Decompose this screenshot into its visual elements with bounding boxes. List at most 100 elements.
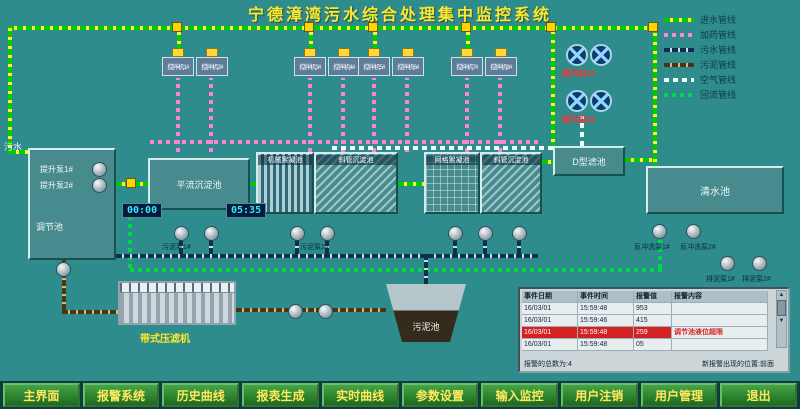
- mixer-label: 搅拌机2#: [201, 63, 223, 71]
- pipe-drop-mixer2: [309, 26, 313, 50]
- alarm-row-active[interactable]: 16/03/01 15:59:48 259 调节池液位超限: [522, 327, 768, 339]
- menu-user-management[interactable]: 用户管理: [640, 383, 718, 407]
- pipe-sewage-drop: [179, 240, 183, 254]
- fan-icon: [566, 90, 588, 112]
- pipe-air-drop: [580, 116, 584, 146]
- pipe-sewage-drop: [453, 240, 457, 254]
- scroll-thumb[interactable]: [777, 300, 786, 316]
- pipe-drop-mixer3: [373, 26, 377, 50]
- legend-label: 空气管线: [700, 75, 737, 85]
- alarm-table-header: 事件日期 事件时间 报警值 报警内容: [522, 291, 768, 303]
- alarm-row[interactable]: 16/03/01 15:59:48 953: [522, 303, 768, 315]
- timer-display-1: 00:00: [122, 203, 163, 218]
- motor-icon: [304, 48, 316, 57]
- alarm-col-header: 事件时间: [578, 291, 634, 302]
- motor-icon: [368, 48, 380, 57]
- mixer-7: 搅拌机7#: [451, 48, 483, 76]
- valve-icon: [368, 22, 378, 32]
- mixer-label: 搅拌机6#: [397, 63, 419, 71]
- pipe-dosing-header: [150, 140, 540, 144]
- legend-item: 进水管线: [664, 12, 736, 27]
- valve-icon: [172, 22, 182, 32]
- mixer-1: 搅拌机1#: [162, 48, 194, 76]
- menu-input-monitor[interactable]: 输入监控: [481, 383, 558, 407]
- pump-icon: [478, 226, 493, 241]
- drain-pump-1-label: 排泥泵1#: [706, 276, 735, 283]
- pipe-sed-to-floc: [250, 182, 258, 186]
- alarm-cell: 05: [634, 339, 672, 350]
- sludge-pump-2-label: 污泥泵2#: [300, 244, 329, 251]
- mixer-label: 搅拌机5#: [363, 63, 385, 71]
- legend-label: 回流管线: [700, 90, 737, 100]
- motor-icon: [206, 48, 218, 57]
- drain-pump-1-icon: [720, 256, 735, 271]
- legend-label: 污泥管线: [700, 60, 737, 70]
- legend-item: 污泥管线: [664, 57, 736, 72]
- menu-report-generation[interactable]: 报表生成: [242, 383, 319, 407]
- pipe-dfilter-right: [625, 158, 657, 162]
- pipe-dosing-drop: [372, 78, 376, 152]
- backwash-pump-1-label: 反冲洗泵1#: [634, 244, 670, 251]
- alarm-row[interactable]: 16/03/01 15:59:46 415: [522, 315, 768, 327]
- menu-history-curve[interactable]: 历史曲线: [162, 383, 240, 407]
- backwash-pump-1-icon: [652, 224, 667, 239]
- alarm-cell: 15:59:48: [578, 339, 634, 350]
- alarm-cell: 15:59:48: [578, 327, 634, 338]
- alarm-cell: [672, 339, 768, 350]
- legend-line-sewage: [664, 47, 694, 52]
- mixer-5: 搅拌机5#: [358, 48, 390, 76]
- blower-2-label: 鼓风机2#: [562, 115, 595, 124]
- drain-pump-2-label: 排泥泵2#: [742, 276, 771, 283]
- legend-item: 空气管线: [664, 72, 736, 87]
- menu-user-logout[interactable]: 用户注销: [560, 383, 638, 407]
- pump-icon: [290, 226, 305, 241]
- scroll-down-icon[interactable]: ▼: [778, 318, 785, 324]
- legend-item: 回流管线: [664, 87, 736, 102]
- alarm-cell: 15:59:48: [578, 303, 634, 314]
- lift-pump-1-label: 提升泵1#: [40, 165, 73, 174]
- tank-label: 清水池: [700, 186, 730, 198]
- pipe-sed2-to-dfilter: [542, 160, 555, 164]
- alarm-row[interactable]: 16/03/01 15:59:48 05: [522, 339, 768, 351]
- menu-main-screen[interactable]: 主界面: [3, 383, 80, 407]
- menu-alarm-system[interactable]: 报警系统: [82, 383, 160, 407]
- valve-icon: [304, 22, 314, 32]
- page-title: 宁德漳湾污水综合处理集中监控系统: [247, 7, 552, 24]
- mixer-8: 搅拌机8#: [485, 48, 517, 76]
- alarm-cell: [672, 315, 768, 326]
- pipe-air-header: [332, 146, 582, 150]
- pump-icon: [204, 226, 219, 241]
- pipe-sed1-to-grid: [398, 182, 426, 186]
- belt-rollers: [120, 283, 234, 293]
- tank-mechanical-flocculation: 机械絮凝池: [256, 152, 314, 214]
- motor-icon: [402, 48, 414, 57]
- bottom-menu-bar: 主界面 报警系统 历史曲线 报表生成 实时曲线 参数设置 输入监控 用户注销 用…: [0, 381, 800, 409]
- pipe-dosing-drop: [341, 78, 345, 152]
- tank-inclined-sedimentation-1: 斜管沉淀池: [314, 152, 398, 214]
- alarm-position-text: 新报警出现的位置:前面: [702, 361, 774, 368]
- pipe-drop-mixer1: [177, 26, 181, 50]
- belt-press-label: 带式压滤机: [140, 334, 190, 345]
- motor-icon: [495, 48, 507, 57]
- mixer-6: 搅拌机6#: [392, 48, 424, 76]
- legend-label: 加药管线: [700, 30, 737, 40]
- alarm-cell: 415: [634, 315, 672, 326]
- alarm-footer: 报警的总数为:4 新报警出现的位置:前面: [524, 359, 774, 369]
- pipe-sewage-drop: [483, 240, 487, 254]
- tank-sludge: 污泥池: [386, 284, 466, 342]
- motor-icon: [461, 48, 473, 57]
- menu-exit[interactable]: 退出: [720, 383, 798, 407]
- mixer-label: 搅拌机7#: [456, 63, 478, 71]
- alarm-cell: 16/03/01: [522, 315, 578, 326]
- pipe-return-left: [128, 212, 132, 268]
- pipe-legend: 进水管线 加药管线 污水管线 污泥管线 空气管线 回流管线: [664, 12, 736, 102]
- tank-regulation-label: 调节池: [36, 222, 64, 232]
- alarm-col-header: 事件日期: [522, 291, 578, 302]
- menu-realtime-curve[interactable]: 实时曲线: [321, 383, 399, 407]
- scroll-up-icon[interactable]: ▲: [778, 292, 785, 298]
- menu-parameter-settings[interactable]: 参数设置: [401, 383, 479, 407]
- alarm-scrollbar[interactable]: ▲ ▼: [776, 290, 787, 348]
- lift-pump-1-icon: [92, 162, 107, 177]
- pump-icon: [174, 226, 189, 241]
